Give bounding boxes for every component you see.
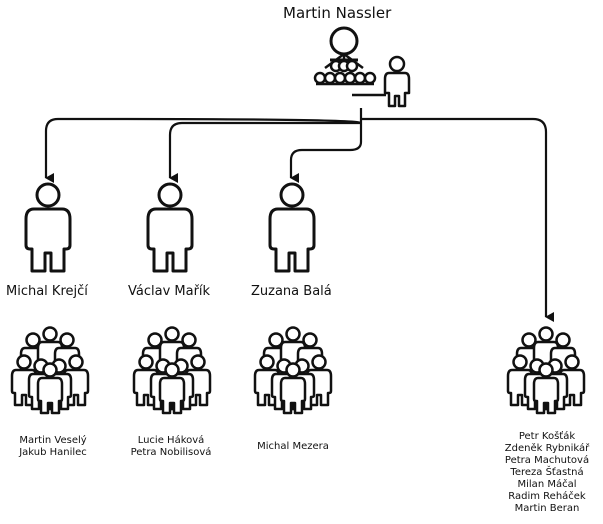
- manager-name: Zuzana Balá: [251, 284, 332, 299]
- manager-person-icon: [146, 182, 194, 273]
- manager-person-icon: [24, 182, 72, 273]
- team-members-list: Michal Mezera: [243, 441, 343, 453]
- team-member: Petra Machutová: [504, 455, 590, 466]
- connector-zuzana-bala: [289, 123, 363, 183]
- manager-name: Michal Krejčí: [6, 284, 88, 299]
- team-group-icon: [255, 328, 331, 414]
- team-member: Michal Mezera: [257, 441, 329, 452]
- root-hierarchy-icon: [313, 26, 377, 86]
- team-member: Radim Reháček: [508, 491, 586, 502]
- connector-michal-krejci: [44, 108, 363, 183]
- team-members-list: Lucie Háková Petra Nobilisová: [121, 435, 221, 459]
- manager-person-icon: [268, 182, 316, 273]
- manager-name: Václav Mařík: [128, 284, 211, 299]
- team-member: Zdeněk Rybnikář: [504, 443, 590, 454]
- direct-team-members-list: Petr Košťák Zdeněk Rybnikář Petra Machut…: [495, 431, 599, 515]
- team-member: Milan Máčal: [517, 479, 577, 490]
- team-group-icon: [508, 328, 584, 414]
- connector-direct-team: [361, 117, 554, 322]
- team-member: Petra Nobilisová: [130, 447, 212, 458]
- team-member: Lucie Háková: [137, 435, 205, 446]
- team-member: Martin Veselý: [19, 435, 87, 446]
- team-member: Tereza Šťastná: [510, 467, 584, 478]
- root-name: Martin Nassler: [283, 4, 392, 22]
- team-member: Petr Košťák: [518, 431, 576, 442]
- root-person-icon: [383, 55, 411, 108]
- team-group-icon: [134, 328, 210, 414]
- connector-vaclav-marik: [168, 121, 361, 183]
- team-member: Martin Beran: [514, 503, 580, 514]
- team-group-icon: [12, 328, 88, 414]
- team-members-list: Martin Veselý Jakub Hanilec: [3, 435, 103, 459]
- team-member: Jakub Hanilec: [19, 447, 87, 458]
